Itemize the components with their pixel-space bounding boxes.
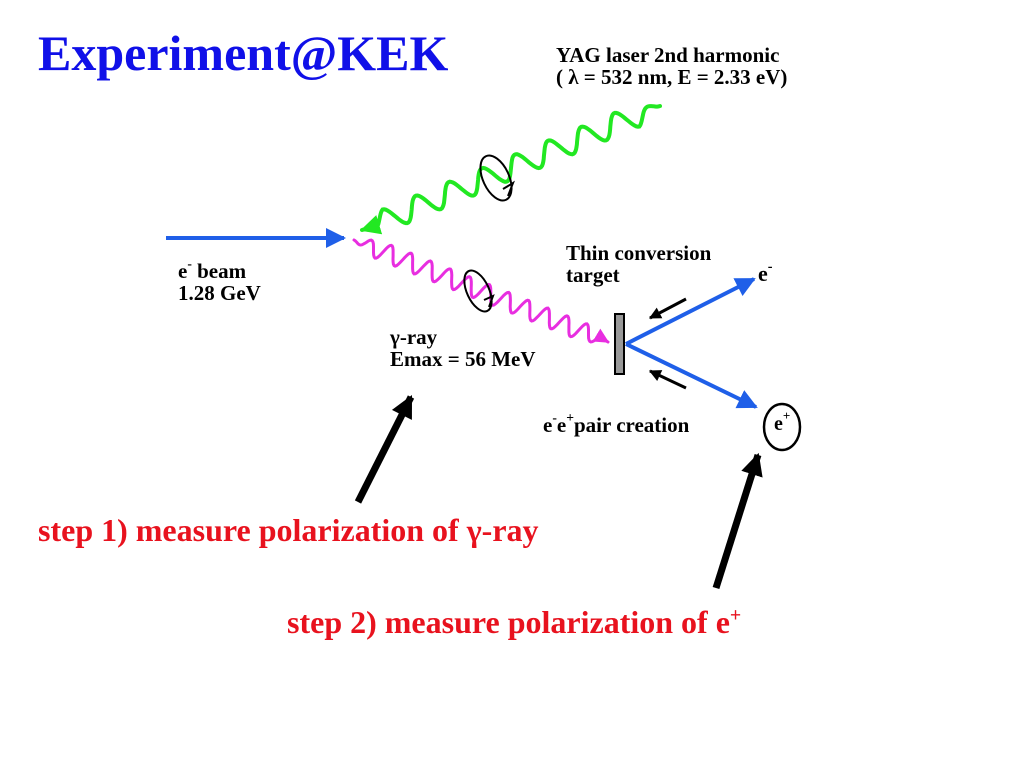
gamma-ray-label: γ-ray Emax = 56 MeV xyxy=(390,326,536,370)
electron-beam-energy: 1.28 GeV xyxy=(178,281,261,306)
step1-pointer-arrow xyxy=(354,395,415,504)
gamma-ray-label-line2: Emax = 56 MeV xyxy=(390,347,536,372)
electron-beam-particle: e xyxy=(178,259,188,283)
outgoing-electron-particle: e xyxy=(758,261,768,286)
outgoing-positron-arrow xyxy=(625,342,758,409)
pair-e1: e xyxy=(543,413,553,437)
target-label: Thin conversion target xyxy=(566,242,711,286)
step1-text: step 1) measure polarization of γ-ray xyxy=(38,512,539,548)
gamma-ray-label-line1: γ-ray xyxy=(390,325,438,349)
step2-main: step 2) measure polarization of e xyxy=(287,604,730,640)
conversion-target xyxy=(614,313,625,375)
target-label-line1: Thin conversion xyxy=(566,241,712,265)
gamma-polarization-icon xyxy=(463,269,495,313)
pair-e2: e xyxy=(556,413,567,437)
step2-pointer-arrow xyxy=(712,452,763,590)
electron-beam-label-line1: e- beam xyxy=(178,257,261,283)
step2-text: step 2) measure polarization of e+ xyxy=(287,604,741,641)
slide-title: Experiment@KEK xyxy=(38,25,449,81)
positron-circle xyxy=(762,402,802,452)
pair-c2: + xyxy=(566,409,574,425)
electron-beam-label: e- beam 1.28 GeV xyxy=(178,257,261,306)
outgoing-electron-label: e- xyxy=(758,258,773,286)
laser-label: YAG laser 2nd harmonic ( λ = 532 nm, E =… xyxy=(556,44,787,88)
target-pointer-lower xyxy=(648,369,687,390)
positron-label: e+ xyxy=(774,409,790,435)
outgoing-electron-arrow xyxy=(625,277,756,346)
target-label-line2: target xyxy=(566,263,620,288)
step2-superscript: + xyxy=(729,604,742,627)
positron-charge: + xyxy=(782,408,791,424)
laser-label-line2: ( λ = 532 nm, E = 2.33 eV) xyxy=(556,65,788,90)
pair-creation-label: e-e+pair creation xyxy=(543,411,690,437)
laser-polarization-icon xyxy=(479,154,515,202)
target-pointer-upper xyxy=(648,297,687,320)
outgoing-electron-charge: - xyxy=(767,258,773,275)
laser-photon-wave xyxy=(360,104,662,235)
laser-label-line1: YAG laser 2nd harmonic xyxy=(556,43,780,67)
gamma-ray-wave xyxy=(352,238,610,344)
pair-c1: - xyxy=(552,409,557,425)
electron-beam-word: beam xyxy=(191,259,247,283)
electron-beam-charge: - xyxy=(187,255,192,271)
pair-creation-text: pair creation xyxy=(573,413,690,437)
positron-particle: e xyxy=(774,413,783,435)
